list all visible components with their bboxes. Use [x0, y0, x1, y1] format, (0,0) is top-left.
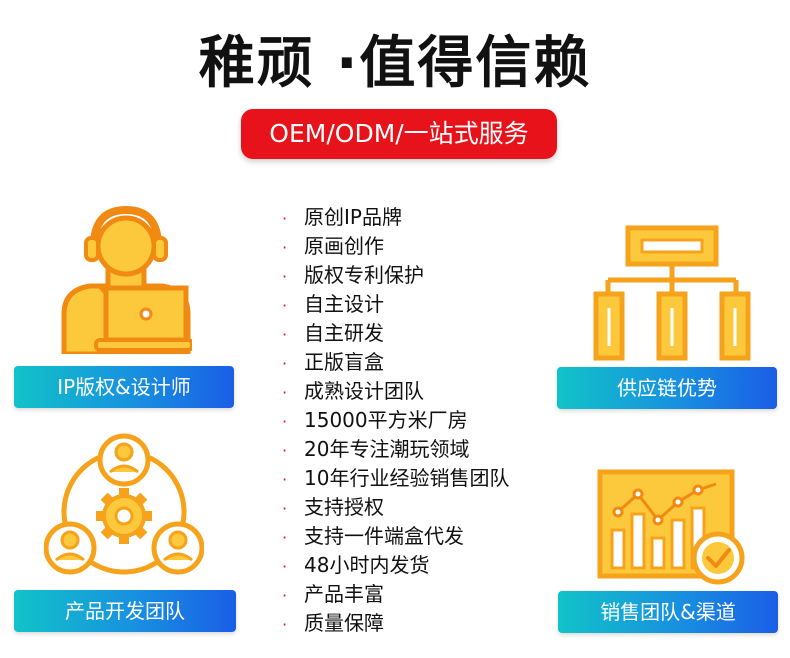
bullet-dot: ·	[282, 586, 288, 605]
supply-chain-hierarchy-icon	[593, 225, 751, 361]
bullet-dot: ·	[282, 296, 288, 315]
list-item: · 48小时内发货	[282, 551, 509, 580]
list-item: · 产品丰富	[282, 580, 509, 609]
feature-text: 原画创作	[304, 234, 384, 258]
feature-text: 自主研发	[304, 321, 384, 345]
feature-text: 支持一件端盒代发	[304, 524, 464, 548]
page-title: 稚顽 ·值得信赖	[198, 31, 592, 96]
feature-text: 20年专注潮玩领域	[304, 437, 470, 461]
list-item: · 成熟设计团队	[282, 377, 509, 406]
bullet-dot: ·	[282, 209, 288, 228]
list-item: · 正版盲盒	[282, 348, 509, 377]
list-item: · 支持一件端盒代发	[282, 522, 509, 551]
bullet-dot: ·	[282, 267, 288, 286]
bullet-dot: ·	[282, 325, 288, 344]
supply-chain-badge: 供应链优势	[557, 367, 777, 409]
sales-team-badge: 销售团队&渠道	[558, 591, 778, 633]
list-item: · 支持授权	[282, 493, 509, 522]
list-item: · 原创IP品牌	[282, 203, 509, 232]
feature-text: 原创IP品牌	[304, 205, 402, 229]
bullet-dot: ·	[282, 412, 288, 431]
feature-text: 15000平方米厂房	[304, 408, 468, 432]
feature-text: 成熟设计团队	[304, 379, 424, 403]
bullet-dot: ·	[282, 557, 288, 576]
bullet-dot: ·	[282, 528, 288, 547]
list-item: · 10年行业经验销售团队	[282, 464, 509, 493]
bullet-dot: ·	[282, 499, 288, 518]
list-item: · 自主设计	[282, 290, 509, 319]
bullet-dot: ·	[282, 470, 288, 489]
list-item: · 原画创作	[282, 232, 509, 261]
feature-text: 产品丰富	[304, 582, 384, 606]
list-item: · 15000平方米厂房	[282, 406, 509, 435]
feature-text: 10年行业经验销售团队	[304, 466, 510, 490]
feature-text: 正版盲盒	[304, 350, 384, 374]
feature-text: 质量保障	[304, 611, 384, 635]
list-item: · 20年专注潮玩领域	[282, 435, 509, 464]
bullet-dot: ·	[282, 441, 288, 460]
service-banner: OEM/ODM/一站式服务	[241, 109, 557, 159]
team-gear-icon	[44, 433, 204, 575]
feature-text: 48小时内发货	[304, 553, 430, 577]
feature-text: 版权专利保护	[304, 263, 424, 287]
bullet-dot: ·	[282, 354, 288, 373]
feature-text: 自主设计	[304, 292, 384, 316]
feature-text: 支持授权	[304, 495, 384, 519]
list-item: · 自主研发	[282, 319, 509, 348]
ip-designer-badge: IP版权&设计师	[14, 366, 234, 408]
sales-chart-check-icon	[597, 469, 745, 585]
bullet-dot: ·	[282, 238, 288, 257]
bullet-dot: ·	[282, 383, 288, 402]
designer-laptop-icon	[61, 205, 192, 354]
bullet-dot: ·	[282, 615, 288, 634]
feature-list: ·原创IP品牌 ·原画创作 ·版权专利保护 ·自主设计 ·自主研发 ·正版盲盒 …	[282, 203, 509, 638]
list-item: · 版权专利保护	[282, 261, 509, 290]
list-item: · 质量保障	[282, 609, 509, 638]
product-team-badge: 产品开发团队	[14, 590, 236, 632]
